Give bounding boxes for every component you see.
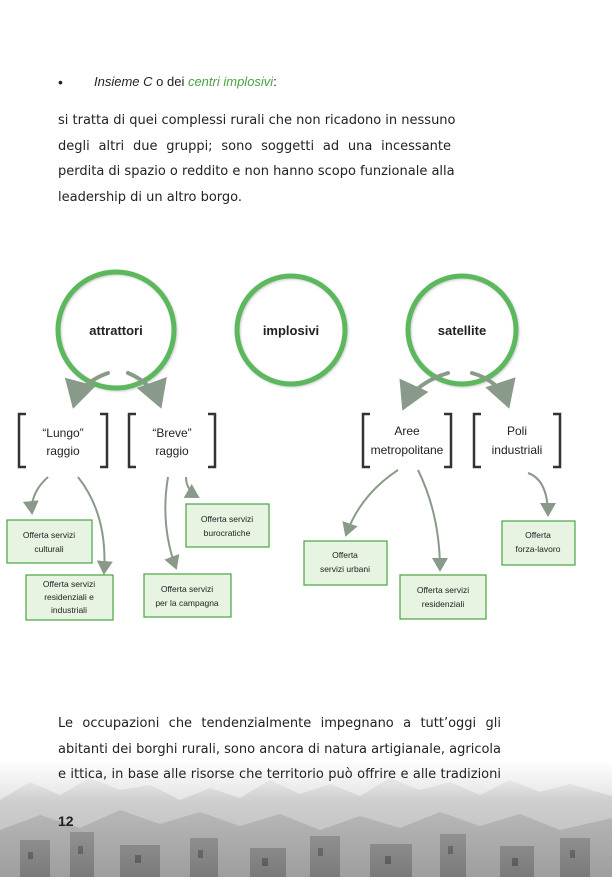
box-offerta-urbani: Offerta servizi urbani	[303, 540, 388, 586]
box-offerta-forza-lavoro: Offerta forza-lavoro	[501, 520, 576, 566]
box-label: per la campagna	[155, 598, 219, 608]
paragraph-line: si tratta di quei complessi rurali che n…	[58, 113, 456, 128]
paragraph-line: Le occupazioni che tendenzialmente impeg…	[58, 716, 501, 731]
paragraph-line: e ittica, in base alle risorse che terri…	[58, 767, 501, 782]
paragraph-line: perdita di spazio o reddito e non hanno …	[58, 164, 455, 179]
bracket-label: Poli	[507, 424, 527, 438]
bracket-label: raggio	[46, 444, 80, 458]
circle-satellite: satellite	[405, 273, 519, 387]
box-label: servizi urbani	[320, 564, 370, 574]
centri-classification-diagram: attrattori implosivi satellite “Lungo” r…	[6, 269, 576, 621]
bracket-label: industriali	[492, 443, 543, 457]
brackets	[17, 412, 562, 469]
paragraph-occupazioni: Le occupazioni che tendenzialmente impeg…	[58, 711, 501, 788]
bullet-highlight: centri implosivi	[187, 74, 274, 89]
box-label: residenziali	[422, 599, 465, 609]
paragraph-line: leadership di un altro borgo.	[58, 189, 243, 205]
box-label: Offerta	[332, 550, 358, 560]
box-label: Offerta servizi	[201, 514, 253, 524]
box-label: Offerta	[525, 530, 551, 540]
box-label: forza-lavoro	[516, 544, 561, 554]
box-label: culturali	[34, 544, 63, 554]
bullet-label: Insieme C	[94, 74, 153, 89]
bracket-labels: “Lungo” raggio “Breve” raggio Aree metro…	[42, 424, 542, 458]
paragraph-implosive-description: si tratta di quei complessi rurali che n…	[58, 108, 456, 210]
paragraph-line: abitanti dei borghi rurali, sono ancora …	[58, 741, 501, 757]
bullet-dot: •	[58, 74, 63, 90]
box-label: industriali	[51, 605, 87, 615]
circle-implosivi: implosivi	[234, 273, 348, 387]
arrows-circles	[64, 371, 516, 411]
village-background-image	[0, 760, 612, 877]
bullet-middle: o dei	[152, 74, 188, 89]
box-offerta-burocratiche: Offerta servizi burocratiche	[185, 503, 270, 548]
bracket-label: “Lungo”	[42, 426, 83, 440]
box-label: Offerta servizi	[43, 579, 95, 589]
bullet-end: :	[273, 74, 277, 89]
bracket-label: raggio	[155, 444, 189, 458]
bracket-label: “Breve”	[152, 426, 191, 440]
paragraph-line: degli altri due gruppi; sono soggetti ad…	[58, 138, 451, 154]
box-label: burocratiche	[204, 528, 251, 538]
arrows-brackets	[22, 469, 556, 575]
circle-label-satellite: satellite	[438, 323, 486, 338]
circle-label-implosivi: implosivi	[263, 323, 319, 338]
bullet-text: Insieme C o dei centri implosivi:	[94, 74, 277, 89]
box-label: Offerta servizi	[417, 585, 469, 595]
circle-attrattori: attrattori	[55, 269, 177, 391]
box-label: Offerta servizi	[161, 584, 213, 594]
box-offerta-culturali: Offerta servizi culturali	[6, 519, 93, 564]
box-label: Offerta servizi	[23, 530, 75, 540]
page-number: 12	[58, 813, 74, 829]
bracket-label: metropolitane	[371, 443, 444, 457]
circle-label-attrattori: attrattori	[89, 323, 142, 338]
box-label: residenziali e	[44, 592, 94, 602]
box-offerta-campagna: Offerta servizi per la campagna	[143, 573, 232, 618]
box-offerta-residenziali: Offerta servizi residenziali	[399, 574, 487, 620]
box-offerta-residenziali-industriali: Offerta servizi residenziali e industria…	[25, 574, 114, 621]
bracket-label: Aree	[394, 424, 420, 438]
